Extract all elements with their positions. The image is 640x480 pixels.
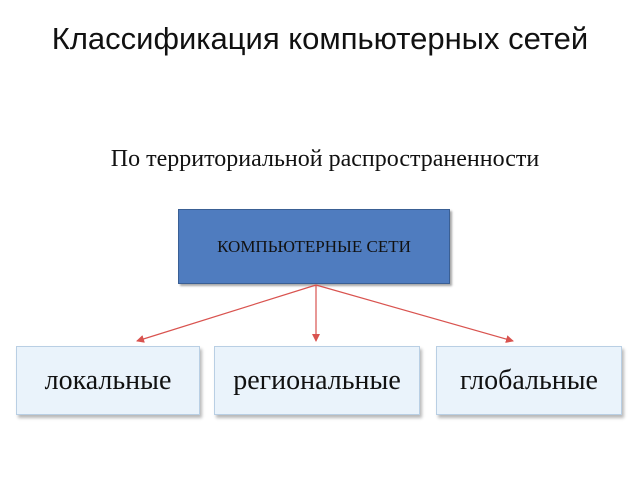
child-node-local: локальные (16, 346, 200, 415)
child-node-regional: региональные (214, 346, 420, 415)
arrow-to-global (315, 284, 514, 343)
child-node-global: глобальные (436, 346, 622, 415)
slide-title: Классификация компьютерных сетей (51, 21, 589, 56)
slide-subtitle: По территориальной распространенности (110, 146, 540, 172)
child-node-label: локальные (44, 364, 172, 396)
child-node-label: региональные (233, 364, 401, 396)
root-node-label: КОМПЬЮТЕРНЫЕ СЕТИ (217, 236, 411, 256)
child-node-label: глобальные (460, 364, 598, 396)
arrow-to-local (136, 284, 317, 343)
root-node-box: КОМПЬЮТЕРНЫЕ СЕТИ (178, 209, 450, 284)
